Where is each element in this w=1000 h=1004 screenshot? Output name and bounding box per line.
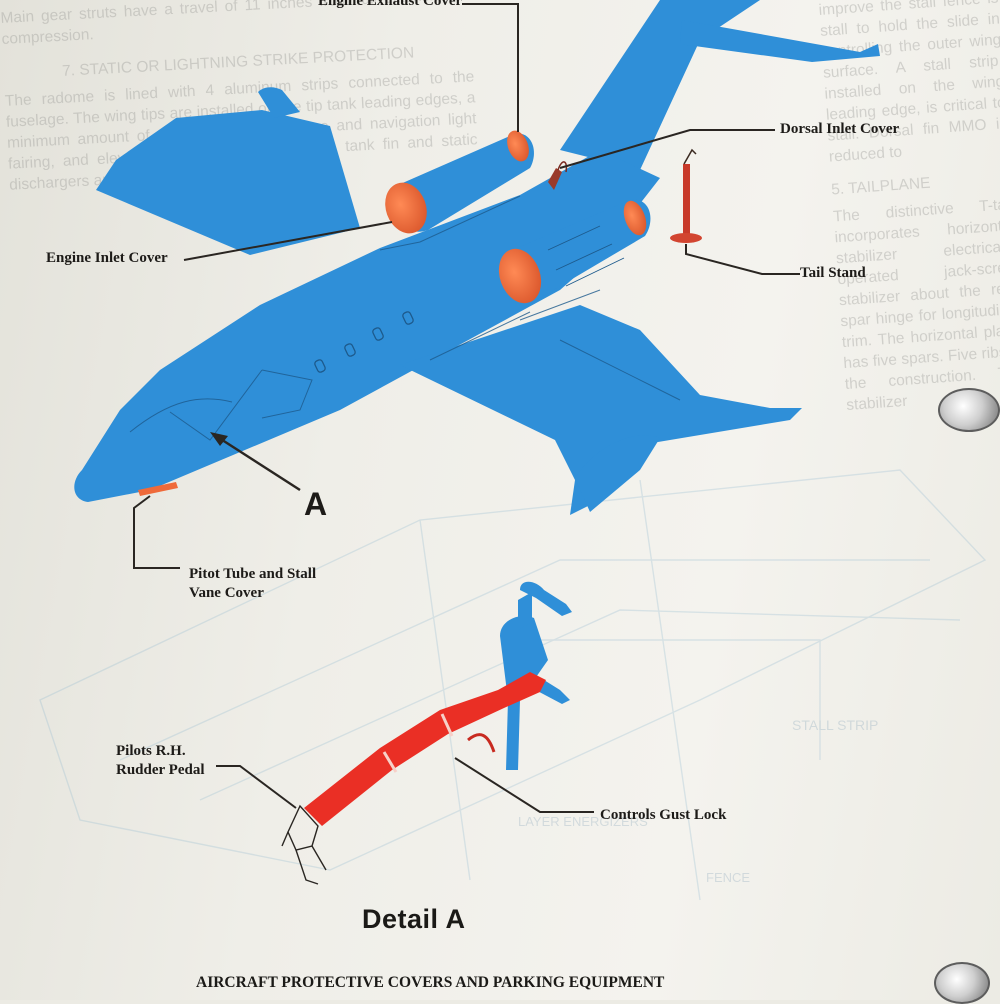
right-engine-inlet-cover xyxy=(498,248,542,304)
panel-lines xyxy=(129,195,681,441)
leader-gust-lock xyxy=(454,757,594,813)
pitot-tube-cover xyxy=(138,482,178,496)
dorsal-inlet-cover xyxy=(548,168,562,190)
gust-lock-segments xyxy=(382,713,454,773)
callout-pitot-tube-cover: Pitot Tube and Stall Vane Cover xyxy=(189,566,317,601)
callout-engine-inlet-cover: Engine Inlet Cover xyxy=(46,250,168,266)
right-wing xyxy=(400,305,802,515)
leader-pitot xyxy=(133,495,180,569)
left-engine-nacelle xyxy=(392,133,534,232)
vertical-tail xyxy=(560,0,760,170)
ghost-label-stall-strip: STALL STRIP xyxy=(792,717,878,733)
dorsal-inlet-cover-strap xyxy=(557,161,568,173)
leader-engine-inlet xyxy=(183,221,393,261)
fuselage xyxy=(74,150,661,502)
right-engine-exhaust-cover xyxy=(623,200,647,236)
ghost-wing-drawing: STALL STRIP LAYER ENERGIZERS FENCE xyxy=(39,469,987,901)
ghost-label-energizers: LAYER ENERGIZERS xyxy=(518,814,648,829)
binder-ring-lower xyxy=(934,962,990,1004)
ghost-label-fence: FENCE xyxy=(706,870,750,885)
leader-tail-stand xyxy=(685,244,800,275)
left-engine-exhaust-cover xyxy=(507,130,529,162)
cabin-windows xyxy=(314,311,414,373)
detail-a-title: Detail A xyxy=(362,904,466,934)
leader-rudder-pedal xyxy=(216,765,297,809)
rudder-pedal xyxy=(281,804,327,885)
gust-lock-hook xyxy=(467,733,496,753)
leader-lines xyxy=(133,3,800,813)
left-tip-tank xyxy=(258,87,300,118)
binder-ring-upper xyxy=(938,388,1000,432)
callout-dorsal-inlet-cover: Dorsal Inlet Cover xyxy=(780,121,900,137)
engine-detail-lines xyxy=(547,225,625,287)
detail-a-marker: A xyxy=(304,486,328,522)
detail-a-arrow xyxy=(210,432,301,492)
control-yoke-top xyxy=(520,581,572,616)
left-engine-inlet-cover xyxy=(385,182,427,234)
callout-controls-gust-lock: Controls Gust Lock xyxy=(600,807,727,823)
callout-engine-exhaust-cover: Engine Exhaust Cover xyxy=(318,0,463,9)
figure-caption: AIRCRAFT PROTECTIVE COVERS AND PARKING E… xyxy=(196,974,665,991)
leader-engine-exhaust xyxy=(462,3,519,132)
right-tip-tank xyxy=(575,435,660,512)
detail-a-illustration xyxy=(281,581,572,885)
control-column-tube xyxy=(518,592,532,630)
horizontal-stabilizer xyxy=(680,20,880,62)
leader-dorsal-inlet xyxy=(559,129,775,169)
callout-tail-stand: Tail Stand xyxy=(800,265,866,281)
callout-rudder-pedal: Pilots R.H. Rudder Pedal xyxy=(116,743,205,778)
left-wing xyxy=(96,110,360,255)
aircraft xyxy=(74,0,880,515)
gust-lock-strap xyxy=(304,672,546,826)
tail-stand xyxy=(670,148,702,243)
